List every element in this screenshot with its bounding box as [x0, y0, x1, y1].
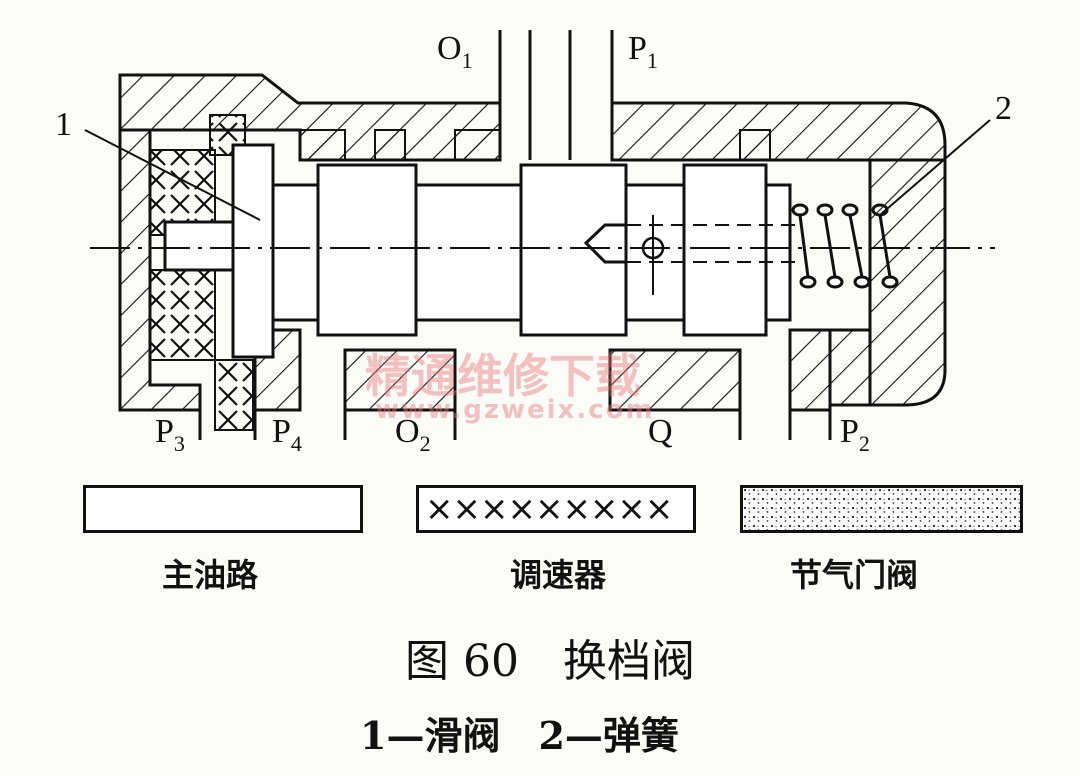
port-label-p2: P2 — [840, 413, 870, 456]
callout-2-leader — [879, 119, 991, 216]
port-label-o2: O2 — [395, 413, 431, 456]
port-label-p3: P3 — [155, 413, 185, 456]
port-label-p4: P4 — [272, 413, 302, 456]
legend-label-governor: 调速器 — [510, 556, 607, 594]
legend-swatch-governor: ××××××××× — [416, 485, 696, 533]
figure-title: 图 60 换档阀 — [405, 636, 695, 687]
port-label-o1: O1 — [437, 30, 473, 73]
callout-1-leader — [84, 129, 261, 221]
callout-1: 1 — [55, 106, 72, 143]
legend-swatch-main-oil — [83, 485, 363, 533]
legend-crosses-pattern: ××××××××× — [425, 489, 673, 529]
bore-lines — [605, 224, 800, 263]
spring — [791, 203, 899, 289]
legend-swatch-throttle — [740, 485, 1023, 533]
legend-label-throttle: 节气门阀 — [790, 556, 919, 594]
figure-subtitle: 1—滑阀 2—弹簧 — [360, 713, 679, 758]
port-label-q: Q — [648, 413, 673, 450]
port-label-p1: P1 — [628, 30, 658, 73]
callout-2: 2 — [995, 90, 1012, 127]
watermark-url: www.gzweix.com — [375, 395, 655, 425]
spool-valve — [163, 143, 792, 359]
ports — [198, 30, 832, 440]
watermark-cn: 精通维修下载 — [365, 349, 641, 403]
legend-label-main-oil: 主油路 — [162, 556, 259, 594]
